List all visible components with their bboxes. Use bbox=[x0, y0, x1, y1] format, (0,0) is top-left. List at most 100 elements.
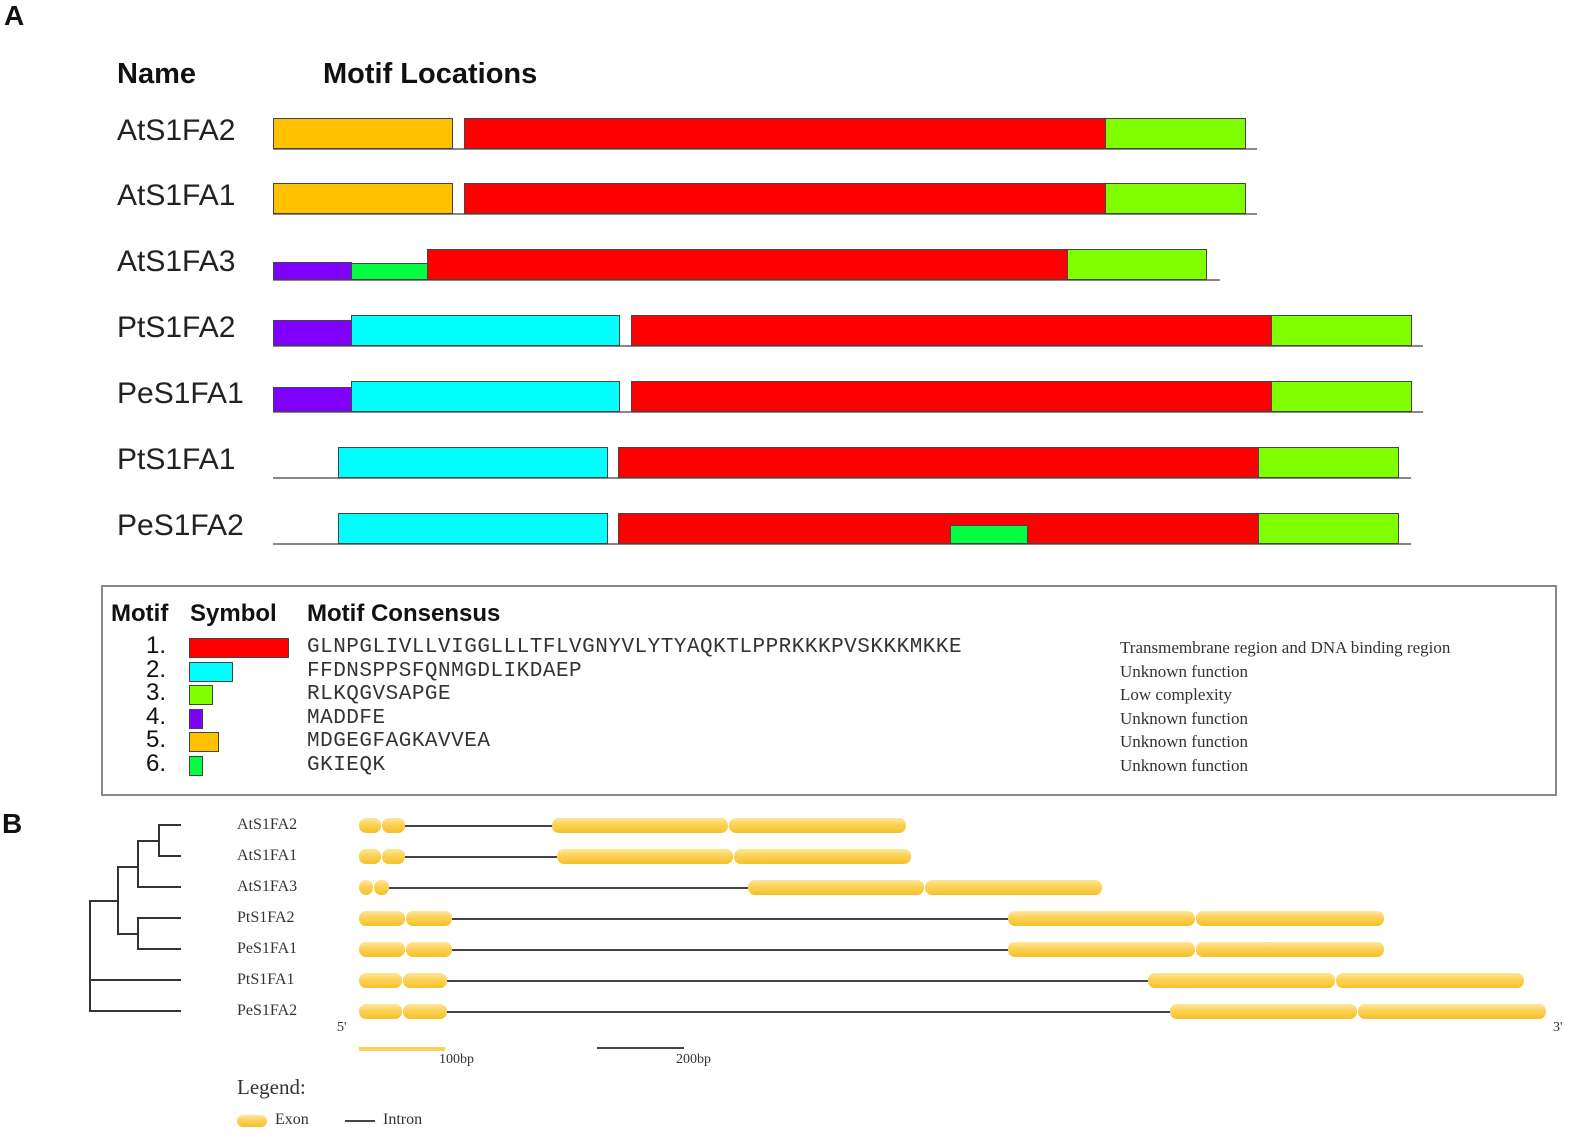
gene-name: PeS1FA1 bbox=[117, 377, 244, 410]
legend-motif-header: Motif bbox=[111, 600, 169, 627]
exon-block bbox=[552, 818, 728, 833]
motif-number: 2. bbox=[146, 655, 167, 683]
exon-block bbox=[729, 818, 906, 833]
exon-block bbox=[925, 880, 1102, 895]
exon-block bbox=[403, 973, 447, 988]
exon-block bbox=[1336, 973, 1524, 988]
motif-number: 1. bbox=[146, 632, 167, 659]
exon-block bbox=[359, 973, 402, 988]
three-prime-label: 3' bbox=[1553, 1020, 1563, 1035]
intron-legend-label: Intron bbox=[383, 1111, 423, 1128]
intron-line bbox=[452, 918, 1008, 920]
exon-block bbox=[359, 911, 405, 926]
motif-3-block bbox=[1067, 249, 1207, 280]
motif-4-block bbox=[273, 387, 352, 412]
intron-line bbox=[405, 825, 552, 827]
intron-line bbox=[447, 1011, 1170, 1013]
legend-symbol-header: Symbol bbox=[190, 600, 277, 627]
motif-number: 4. bbox=[146, 702, 167, 730]
gene-name: PeS1FA2 bbox=[117, 509, 244, 542]
motif-1-block bbox=[618, 447, 1259, 478]
motif-1-block bbox=[631, 381, 1272, 412]
motif-1-block bbox=[464, 118, 1106, 149]
motif-symbol bbox=[189, 685, 213, 705]
motif-description: Unknown function bbox=[1120, 732, 1248, 751]
exon-block bbox=[1196, 911, 1384, 926]
exon-block bbox=[1170, 1004, 1357, 1019]
intron-line bbox=[389, 887, 748, 889]
motif-5-block bbox=[273, 183, 453, 214]
motif-consensus-sequence: RLKQGVSAPGE bbox=[307, 683, 452, 706]
motif-5-block bbox=[273, 118, 453, 149]
exon-scale-label: 100bp bbox=[439, 1052, 474, 1067]
motif-6-block bbox=[351, 263, 428, 280]
intron-line bbox=[405, 856, 557, 858]
exon-block bbox=[1196, 942, 1384, 957]
exon-legend-swatch bbox=[237, 1115, 267, 1127]
motif-description: Unknown function bbox=[1120, 708, 1248, 728]
motif-symbol bbox=[189, 708, 203, 729]
intron-line bbox=[452, 949, 1008, 951]
exon-block bbox=[359, 942, 405, 957]
motif-3-block bbox=[1271, 381, 1412, 412]
exon-block bbox=[403, 1004, 447, 1019]
motif-1-block bbox=[464, 183, 1106, 214]
gene-name: AtS1FA3 bbox=[117, 245, 236, 278]
motif-symbol bbox=[189, 755, 203, 776]
motif-description: Unknown function bbox=[1120, 755, 1248, 775]
exon-block bbox=[557, 849, 733, 864]
intron-legend-swatch bbox=[345, 1120, 375, 1122]
exon-block bbox=[748, 880, 924, 895]
exon-scale-bar bbox=[359, 1047, 445, 1051]
exon-block bbox=[1008, 911, 1195, 926]
exon-block bbox=[1148, 973, 1335, 988]
motif-2-block bbox=[338, 447, 608, 478]
motif-consensus-sequence: MDGEGFAGKAVVEA bbox=[307, 730, 491, 753]
name-column-header: Name bbox=[117, 58, 196, 90]
sequence-baseline bbox=[273, 148, 1257, 150]
motif-2-block bbox=[338, 513, 608, 544]
sequence-baseline bbox=[273, 477, 1411, 479]
panel-a-label: A bbox=[4, 0, 25, 31]
motif-consensus-sequence: GKIEQK bbox=[307, 753, 386, 777]
motif-3-block bbox=[1258, 513, 1399, 544]
gene-name: AtS1FA2 bbox=[117, 114, 236, 147]
sequence-baseline bbox=[273, 411, 1423, 413]
five-prime-label: 5' bbox=[337, 1020, 347, 1035]
motif-number: 5. bbox=[146, 726, 167, 753]
motif-1-block bbox=[631, 315, 1272, 346]
exon-block bbox=[1358, 1004, 1546, 1019]
exon-block bbox=[406, 942, 452, 957]
exon-block bbox=[359, 818, 381, 833]
intron-scale-label: 200bp bbox=[676, 1052, 711, 1067]
motif-3-block bbox=[1271, 315, 1412, 346]
motif-3-block bbox=[1258, 447, 1399, 478]
gene-structure-label: AtS1FA3 bbox=[237, 878, 298, 895]
exon-block bbox=[359, 849, 381, 864]
exon-block bbox=[406, 911, 452, 926]
intron-line bbox=[447, 980, 1148, 982]
motif-consensus-sequence: FFDNSPPSFQNMGDLIKDAEP bbox=[307, 659, 583, 683]
motif-consensus-sequence: GLNPGLIVLLVIGGLLLTFLVGNYVLYTYAQKTLPPRKKK… bbox=[307, 636, 963, 659]
motif-4-block bbox=[273, 320, 352, 346]
gene-structure-label: PeS1FA1 bbox=[237, 940, 298, 957]
exon-block bbox=[359, 1004, 402, 1019]
motif-number: 6. bbox=[146, 749, 167, 777]
intron-scale-bar bbox=[597, 1047, 684, 1049]
exon-block bbox=[382, 818, 405, 833]
motif-1-block bbox=[618, 513, 1259, 544]
exon-block bbox=[359, 880, 373, 895]
motif-symbol bbox=[189, 661, 233, 682]
motif-description: Transmembrane region and DNA binding reg… bbox=[1120, 638, 1451, 657]
motif-description: Low complexity bbox=[1120, 685, 1232, 704]
sequence-baseline bbox=[273, 543, 1411, 545]
motif-legend-box bbox=[101, 585, 1557, 796]
gene-structure-label: PtS1FA2 bbox=[237, 909, 295, 926]
legend-consensus-header: Motif Consensus bbox=[307, 600, 501, 627]
sequence-baseline bbox=[273, 279, 1220, 281]
motif-6-block bbox=[950, 525, 1028, 544]
motif-symbol bbox=[189, 732, 219, 752]
exon-block bbox=[382, 849, 405, 864]
exon-block bbox=[374, 880, 389, 895]
panel-b-label: B bbox=[2, 808, 23, 839]
